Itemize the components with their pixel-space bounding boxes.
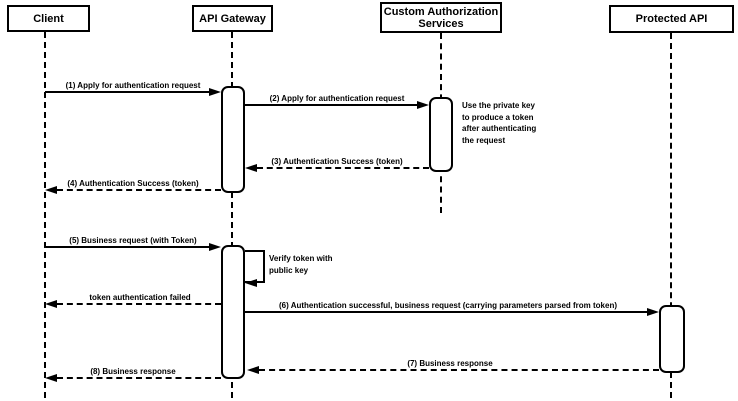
message-failed-label: token authentication failed [89, 293, 191, 302]
lifeline-client [44, 32, 46, 398]
message-4-arrowhead-icon [45, 186, 57, 194]
message-4-line [57, 189, 221, 191]
message-5-arrowhead-icon [209, 243, 221, 251]
message-5-line [45, 246, 209, 248]
participant-protected-api-label: Protected API [635, 13, 708, 25]
message-failed-arrowhead-icon [45, 300, 57, 308]
message-6-arrowhead-icon [647, 308, 659, 316]
message-3-arrowhead-icon [245, 164, 257, 172]
activation-api-gateway-1 [221, 86, 245, 193]
message-1-line [45, 91, 209, 93]
lifeline-protected-api [670, 33, 672, 398]
note-private-key: Use the private key to produce a token a… [462, 101, 537, 145]
message-2-arrowhead-icon [417, 101, 429, 109]
message-7-label: (7) Business response [407, 359, 493, 368]
message-4-label: (4) Authentication Success (token) [67, 179, 199, 188]
activation-protected-api [659, 305, 685, 373]
message-1-label: (1) Apply for authentication request [65, 81, 201, 90]
participant-custom-auth-label: Custom Authorization Services [383, 5, 499, 30]
message-6-line [245, 311, 647, 313]
participant-protected-api: Protected API [609, 5, 734, 33]
participant-api-gateway: API Gateway [192, 5, 273, 32]
participant-client: Client [7, 5, 90, 32]
message-2-label: (2) Apply for authentication request [269, 94, 405, 103]
self-message-label: Verify token with public key [269, 254, 333, 275]
participant-api-gateway-label: API Gateway [199, 12, 266, 25]
message-7-arrowhead-icon [247, 366, 259, 374]
message-8-line [57, 377, 221, 379]
activation-custom-auth [429, 97, 453, 172]
message-7-line [259, 369, 659, 371]
participant-custom-auth: Custom Authorization Services [380, 2, 502, 33]
message-5-label: (5) Business request (with Token) [69, 236, 197, 245]
message-failed-line [57, 303, 221, 305]
participant-client-label: Client [33, 12, 64, 25]
self-message-arrowhead-icon [245, 279, 257, 287]
message-8-arrowhead-icon [45, 374, 57, 382]
message-6-label: (6) Authentication successful, business … [278, 301, 618, 310]
message-8-label: (8) Business response [90, 367, 176, 376]
message-3-line [257, 167, 429, 169]
lifeline-api-gateway [231, 32, 233, 398]
activation-api-gateway-2 [221, 245, 245, 379]
message-2-line [245, 104, 417, 106]
message-1-arrowhead-icon [209, 88, 221, 96]
message-3-label: (3) Authentication Success (token) [271, 157, 403, 166]
